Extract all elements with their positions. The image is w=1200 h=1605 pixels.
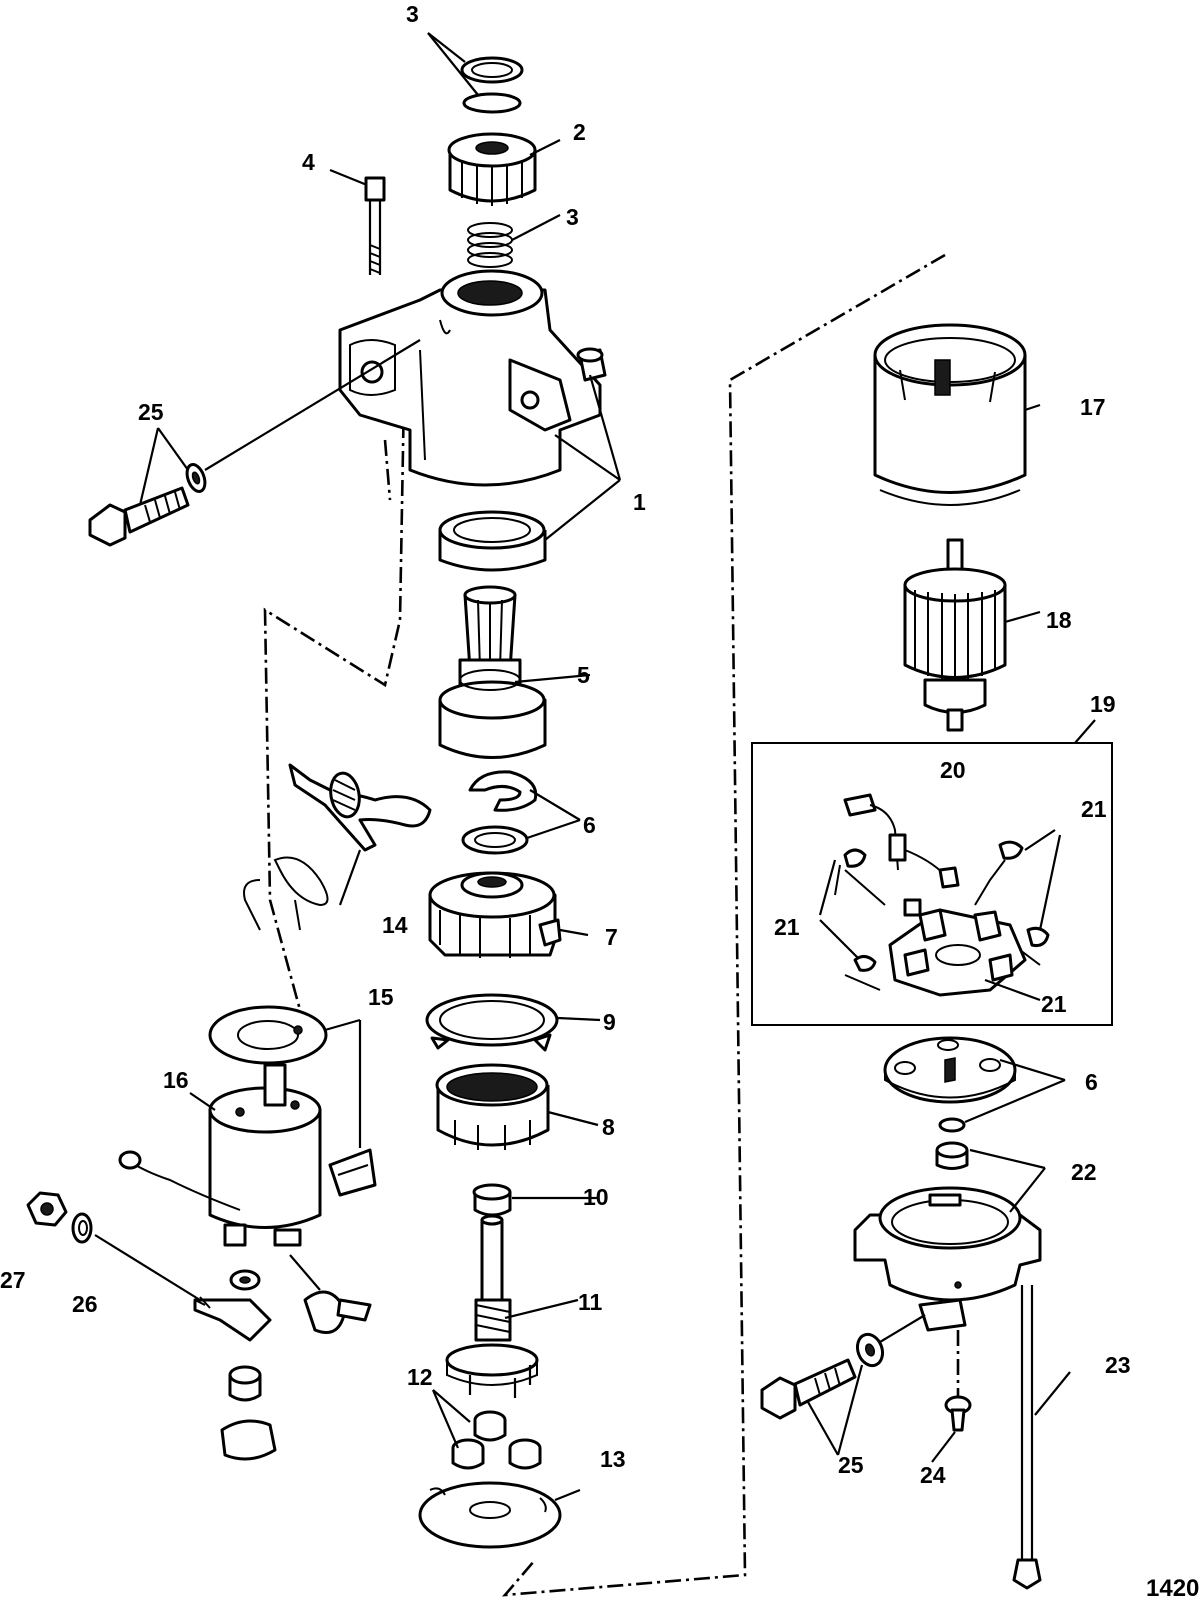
mounting-bolt-part (88, 339, 421, 547)
screw-part (944, 1330, 972, 1432)
callout-1: 1 (633, 489, 646, 515)
callout-19: 19 (1090, 691, 1116, 717)
rubber-boot-part (328, 1148, 377, 1197)
brush-holder-plate-part (888, 908, 1027, 997)
bushing-part (576, 347, 607, 382)
callout-21: 21 (774, 914, 800, 940)
callout-13: 13 (600, 1446, 626, 1472)
figure-number: 1420 (1146, 1575, 1199, 1602)
assembly-dashed-lines (263, 253, 946, 1597)
planet-gears-part (451, 1410, 542, 1470)
brush-lead-part (843, 793, 960, 917)
callout-leader-lines (138, 32, 1066, 1502)
callout-6: 6 (583, 812, 596, 838)
callout-12: 12 (407, 1364, 433, 1390)
internal-gear-part (435, 1063, 550, 1150)
callout-18: 18 (1046, 607, 1072, 633)
clutch-drive-part (438, 585, 547, 759)
callout-5: 5 (577, 662, 590, 688)
commutator-end-housing-part (853, 1141, 1042, 1332)
callout-17: 17 (1080, 394, 1106, 420)
callout-2: 2 (573, 119, 586, 145)
callout-26: 26 (72, 1291, 98, 1317)
shaft-bushing-part (472, 1183, 512, 1217)
callout-7: 7 (605, 924, 618, 950)
solenoid-part (118, 1063, 322, 1247)
end-plate-part (418, 1481, 562, 1549)
brush-holder-kit-box (751, 719, 1113, 1026)
drive-end-housing-part (338, 269, 602, 487)
through-bolt-part (1012, 1285, 1071, 1590)
lever-spring-part (243, 849, 362, 931)
solenoid-gasket-part (208, 1005, 328, 1065)
ring-plate-part (425, 993, 559, 1052)
box-leader-lines (818, 829, 1062, 1002)
callout-21: 21 (1081, 796, 1107, 822)
callout-3: 3 (566, 204, 579, 230)
field-frame-part (873, 323, 1027, 506)
callout-10: 10 (583, 1184, 609, 1210)
bearing-part (438, 510, 547, 572)
callout-9: 9 (603, 1009, 616, 1035)
callout-8: 8 (602, 1114, 615, 1140)
insulator-plate-part (883, 1036, 1017, 1133)
callout-20: 20 (940, 757, 966, 783)
callout-25: 25 (138, 399, 164, 425)
hex-nut-part (26, 1191, 68, 1227)
callout-3: 3 (406, 1, 419, 27)
gear-cover-part (428, 871, 562, 958)
callout-6: 6 (1085, 1069, 1098, 1095)
housing-bolt-part (760, 1314, 926, 1420)
callout-22: 22 (1071, 1159, 1097, 1185)
terminal-hardware-part (193, 1254, 372, 1461)
callout-16: 16 (163, 1067, 189, 1093)
callout-25: 25 (838, 1452, 864, 1478)
callout-4: 4 (302, 149, 315, 175)
seal-and-snap-ring-part (460, 56, 524, 114)
armature-part (903, 538, 1007, 732)
callout-23: 23 (1105, 1352, 1131, 1378)
pinion-shaft-part (445, 1214, 539, 1398)
shift-lever-part (288, 763, 432, 852)
callout-21: 21 (1041, 991, 1067, 1017)
callout-11: 11 (578, 1289, 603, 1315)
pinion-gear-part (447, 132, 537, 206)
lock-washer-part (71, 1212, 201, 1301)
callout-labels: 3 2 4 3 25 1 17 18 5 19 20 21 6 14 7 21 … (0, 1, 1131, 1488)
callout-14: 14 (382, 912, 408, 938)
brush-spring-parts (834, 840, 1050, 991)
long-bolt-part (364, 176, 386, 275)
callout-24: 24 (920, 1462, 946, 1488)
callout-15: 15 (368, 984, 394, 1010)
pinion-spring-part (467, 222, 513, 268)
callout-27: 27 (0, 1267, 26, 1293)
e-clip-and-washer-part (461, 770, 538, 855)
